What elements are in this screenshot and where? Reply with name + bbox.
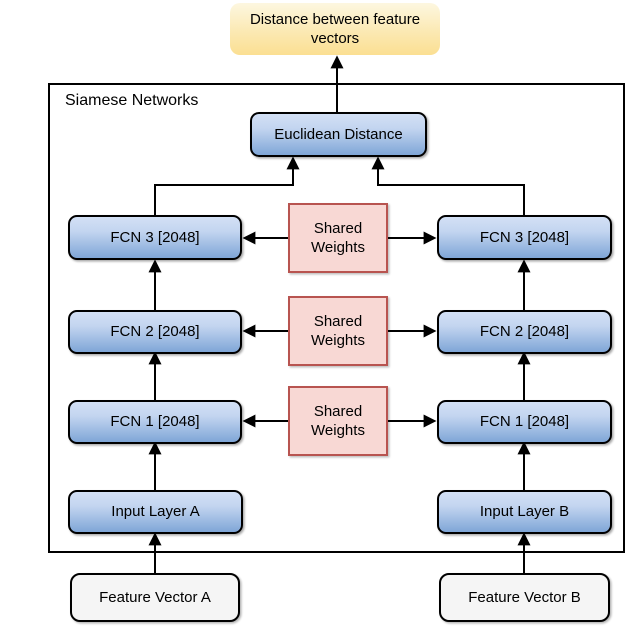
fcn3-a-node: FCN 3 [2048] [68, 215, 242, 260]
fcn2-b-node: FCN 2 [2048] [437, 310, 612, 354]
input-layer-a-node: Input Layer A [68, 490, 243, 534]
fcn1-a-node: FCN 1 [2048] [68, 400, 242, 444]
shared-weights-2-node: Shared Weights [288, 296, 388, 366]
fcn1-b-node: FCN 1 [2048] [437, 400, 612, 444]
shared-weights-3-node: Shared Weights [288, 386, 388, 456]
shared-weights-1-node: Shared Weights [288, 203, 388, 273]
fcn2-a-node: FCN 2 [2048] [68, 310, 242, 354]
feature-vector-a-node: Feature Vector A [70, 573, 240, 622]
input-layer-b-node: Input Layer B [437, 490, 612, 534]
fcn3-b-node: FCN 3 [2048] [437, 215, 612, 260]
feature-vector-b-node: Feature Vector B [439, 573, 610, 622]
euclidean-distance-node: Euclidean Distance [250, 112, 427, 157]
output-distance-node: Distance between feature vectors [230, 3, 440, 55]
container-title: Siamese Networks [65, 92, 199, 109]
